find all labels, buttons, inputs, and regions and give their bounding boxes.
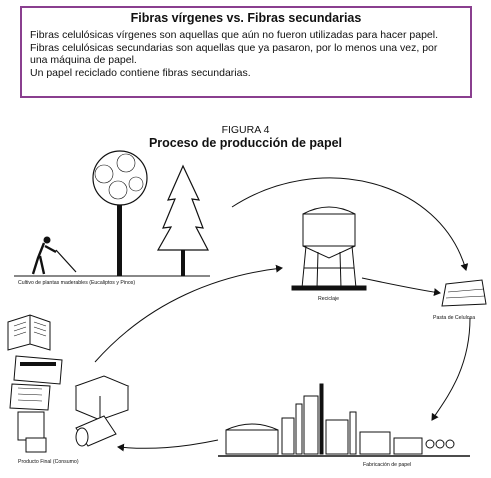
info-line-2: Fibras celulósicas secundarias son aquel… [30,41,438,54]
figure-number: FIGURA 4 [221,124,270,136]
pulp-stack-illustration [441,279,487,307]
figure-title: Proceso de producción de papel [148,136,343,150]
label-reciclaje: Reciclaje [318,296,339,302]
paper-mill-illustration [218,383,470,457]
label-fabricacion: Fabricación de papel [363,462,411,468]
label-producto: Producto Final (Consumo) [18,459,79,465]
recycling-silo-illustration [291,206,367,291]
info-title: Fibras vírgenes vs. Fibras secundarias [130,11,362,25]
label-pasta: Pasta de Celulosa [433,315,475,321]
arrow-cultivo-to-pasta [231,177,469,271]
label-cultivo: Cultivo de plantas maderables (Eucalipto… [18,280,135,286]
info-line-4: Un papel reciclado contiene fibras secun… [30,66,251,79]
paper-products-illustration [7,314,130,453]
arrow-reciclaje-to-pasta [361,277,441,297]
forest-illustration [14,150,210,277]
info-line-1: Fibras celulósicas vírgenes son aquellas… [30,29,439,41]
arrow-producto-to-reciclaje [94,264,283,363]
info-box: Fibras vírgenes vs. Fibras secundarias F… [20,6,472,98]
arrow-fabricacion-to-producto [117,439,219,452]
info-line-3: una máquina de papel. [30,54,137,67]
arrow-pasta-to-fabricacion [431,317,471,421]
